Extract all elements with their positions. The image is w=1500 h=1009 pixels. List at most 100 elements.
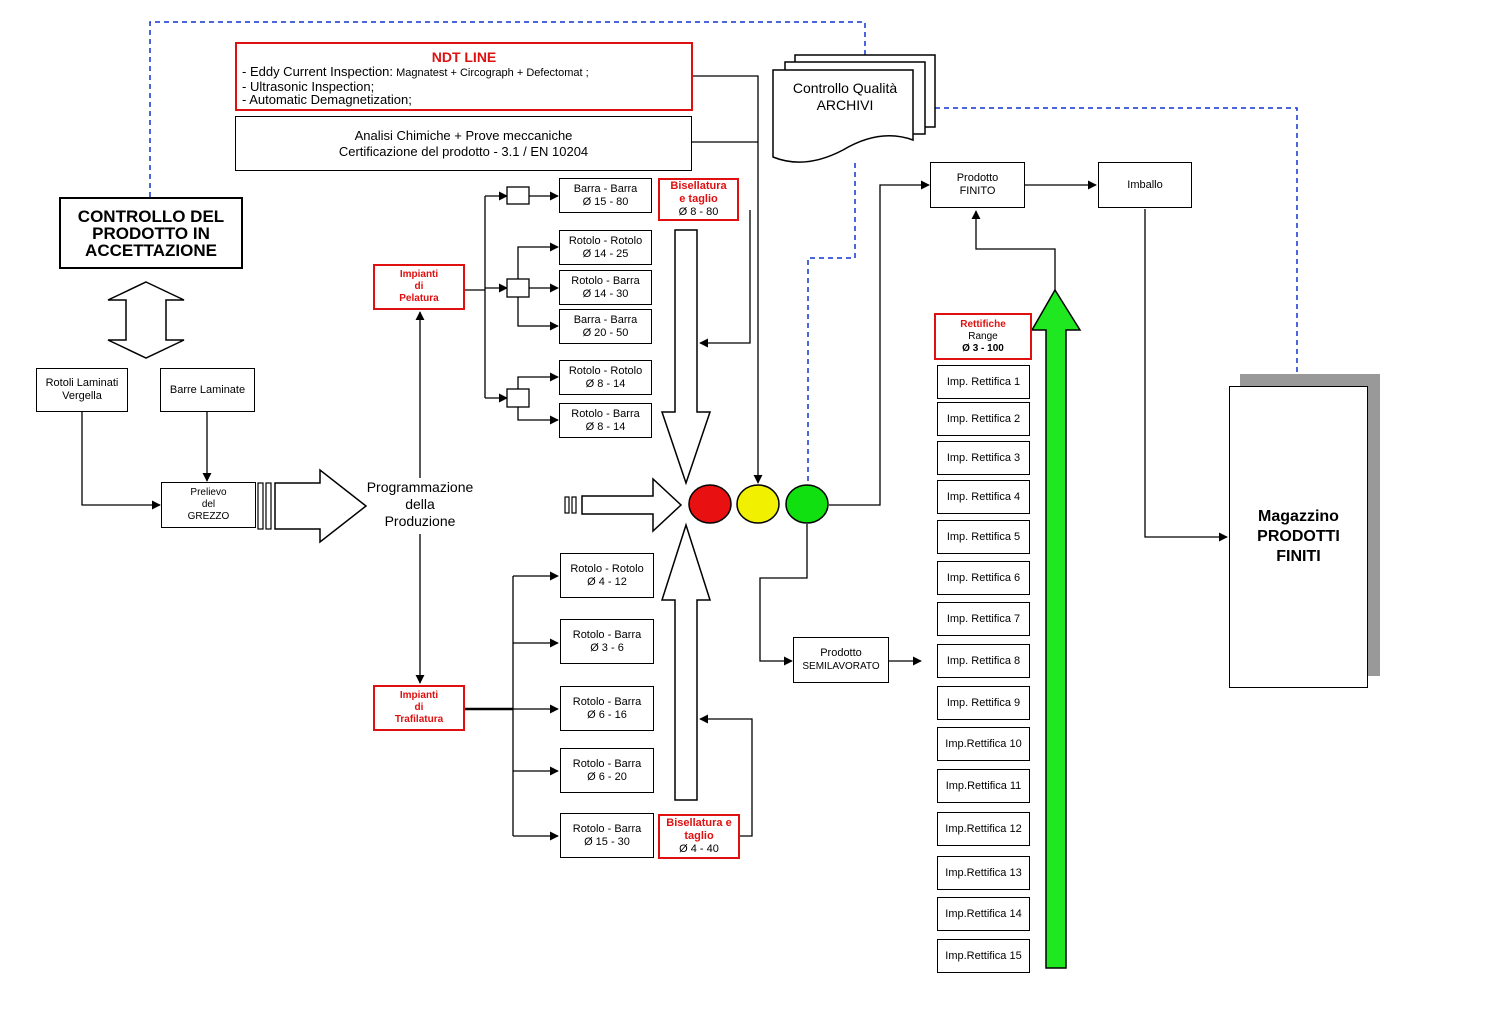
dashed-link-acceptance-archive	[149, 21, 866, 197]
big-arrow-to-programmazione	[257, 468, 368, 544]
rettifica-label: Imp.Rettifica 15	[945, 949, 1022, 962]
bisellatura-top-line-2: e taglio	[679, 193, 718, 205]
output-name: Rotolo - Barra	[571, 274, 640, 287]
bisellatura-bottom-line-2: taglio	[684, 830, 714, 842]
prelievo-grezzo-box: Prelievo del GREZZO	[161, 482, 256, 528]
output-range: Ø 3 - 6	[590, 641, 624, 654]
prelievo-line-2: del	[201, 499, 216, 510]
rettifica-label: Imp. Rettifica 6	[946, 571, 1021, 584]
prodotto-semilavorato-box: Prodotto SEMILAVORATO	[793, 637, 889, 683]
analisi-line-1: Analisi Chimiche + Prove meccaniche	[354, 127, 573, 143]
ndt-line-box: NDT LINE - Eddy Current Inspection: Magn…	[235, 42, 693, 111]
trafilatura-output-box: Rotolo - Barra Ø 15 - 30	[560, 813, 654, 858]
rettifica-label: Imp.Rettifica 13	[945, 866, 1022, 879]
rettifiche-range-box: Rettifiche Range Ø 3 - 100	[934, 313, 1032, 360]
output-range: Ø 4 - 12	[587, 575, 627, 588]
output-name: Rotolo - Barra	[571, 407, 640, 420]
rettifica-item-box: Imp. Rettifica 9	[937, 686, 1030, 720]
pelatura-line-3: Pelatura	[399, 293, 439, 304]
pelatura-output-box: Barra - Barra Ø 20 - 50	[559, 309, 652, 344]
controllo-accettazione-line-1: CONTROLLO DEL	[77, 206, 225, 226]
output-name: Rotolo - Rotolo	[570, 562, 644, 575]
rettifica-label: Imp. Rettifica 8	[946, 654, 1021, 667]
black-connectors	[81, 75, 1228, 841]
rettifica-item-box: Imp. Rettifica 8	[937, 644, 1030, 678]
output-range: Ø 8 - 14	[585, 377, 626, 390]
output-range: Ø 6 - 16	[587, 708, 627, 721]
magazzino-prodotti-finiti-box: Magazzino PRODOTTI FINITI	[1229, 386, 1368, 688]
output-name: Rotolo - Barra	[572, 757, 642, 770]
semilavorato-line-1: Prodotto	[820, 647, 862, 659]
rettifica-item-box: Imp.Rettifica 11	[937, 769, 1030, 803]
impianti-trafilatura-box: Impianti di Trafilatura	[373, 685, 465, 731]
pelatura-output-box: Rotolo - Barra Ø 8 - 14	[559, 403, 652, 438]
yellow-light-icon	[736, 484, 780, 524]
output-range: Ø 6 - 20	[587, 770, 627, 783]
output-range: Ø 8 - 14	[585, 420, 626, 433]
ndt-line-item: - Ultrasonic Inspection;	[242, 79, 375, 94]
prodotto-finito-box: Prodotto FINITO	[930, 162, 1025, 208]
controllo-accettazione-line-2: PRODOTTO IN	[92, 223, 210, 243]
output-name: Rotolo - Barra	[572, 695, 642, 708]
barre-laminate-box: Barre Laminate	[160, 368, 255, 412]
dashed-link-archive-warehouse	[935, 107, 1298, 386]
rettifica-label: Imp. Rettifica 5	[946, 530, 1021, 543]
rettifica-label: Imp.Rettifica 11	[945, 779, 1022, 792]
controllo-qualita-line-2: ARCHIVI	[816, 97, 874, 113]
rettifica-item-box: Imp.Rettifica 14	[937, 897, 1030, 931]
red-light-icon	[688, 484, 732, 524]
pelatura-line-2: di	[414, 281, 424, 292]
output-name: Rotolo - Barra	[572, 628, 642, 641]
output-range: Ø 14 - 30	[582, 287, 629, 300]
output-name: Barra - Barra	[573, 313, 638, 326]
rettifica-label: Imp.Rettifica 14	[945, 907, 1022, 920]
trafilatura-line-2: di	[414, 702, 424, 713]
rettifica-label: Imp. Rettifica 7	[946, 612, 1021, 625]
dashed-link-archive-green	[807, 163, 856, 485]
prodotto-finito-line-1: Prodotto	[956, 172, 999, 184]
trafilatura-line-1: Impianti	[399, 690, 439, 701]
rettifiche-range-label: Range	[968, 330, 998, 342]
pelatura-output-box: Rotolo - Barra Ø 14 - 30	[559, 270, 652, 305]
trafilatura-output-box: Rotolo - Barra Ø 6 - 16	[560, 686, 654, 731]
rettifiche-title: Rettifiche	[960, 318, 1006, 330]
ndt-line-item: - Eddy Current Inspection:	[242, 64, 394, 79]
output-name: Barra - Barra	[573, 182, 638, 195]
controllo-accettazione-box: CONTROLLO DEL PRODOTTO IN ACCETTAZIONE	[59, 197, 243, 269]
pelatura-output-box: Barra - Barra Ø 15 - 80	[559, 178, 652, 213]
ndt-line-title: NDT LINE	[431, 49, 497, 65]
rotoli-laminati-line-2: Vergella	[62, 390, 102, 402]
rettifica-label: Imp. Rettifica 1	[946, 375, 1021, 388]
bisellatura-bottom-box: Bisellatura e taglio Ø 4 - 40	[658, 814, 740, 859]
rettifica-item-box: Imp. Rettifica 7	[937, 602, 1030, 636]
analisi-line-2: Certificazione del prodotto - 3.1 / EN 1…	[338, 143, 589, 159]
imballo-label: Imballo	[1127, 178, 1163, 191]
ndt-line-item: Magnatest + Circograph + Defectomat ;	[393, 67, 589, 79]
programmazione-line-3: Produzione	[384, 513, 456, 529]
controllo-qualita-line-1: Controllo Qualità	[792, 80, 898, 96]
arrow-up-to-lights	[660, 522, 712, 801]
rettifica-item-box: Imp.Rettifica 13	[937, 856, 1030, 890]
pelatura-line-1: Impianti	[399, 269, 439, 280]
pelatura-output-box: Rotolo - Rotolo Ø 14 - 25	[559, 230, 652, 265]
rettifica-label: Imp. Rettifica 3	[946, 451, 1021, 464]
rettifica-item-box: Imp. Rettifica 3	[937, 441, 1030, 475]
rettifica-item-box: Imp.Rettifica 10	[937, 727, 1030, 761]
impianti-pelatura-box: Impianti di Pelatura	[373, 264, 465, 310]
output-range: Ø 15 - 30	[584, 835, 630, 848]
junction-squares	[506, 186, 530, 408]
archive-document-icon	[772, 54, 936, 163]
controllo-accettazione-line-3: ACCETTAZIONE	[85, 240, 217, 260]
arrow-down-to-lights	[660, 229, 712, 486]
trafilatura-line-3: Trafilatura	[394, 714, 444, 725]
green-light-icon	[785, 484, 829, 524]
bidirectional-arrow-icon	[107, 281, 185, 359]
controllo-qualita-label: Controllo Qualità ARCHIVI	[775, 80, 915, 114]
prodotto-finito-line-2: FINITO	[959, 185, 996, 197]
rettifiche-range-value: Ø 3 - 100	[962, 342, 1004, 354]
imballo-box: Imballo	[1098, 162, 1192, 208]
analisi-certificazione-box: Analisi Chimiche + Prove meccaniche Cert…	[235, 116, 692, 171]
arrow-into-lights	[564, 477, 683, 533]
programmazione-line-2: della	[405, 496, 435, 512]
